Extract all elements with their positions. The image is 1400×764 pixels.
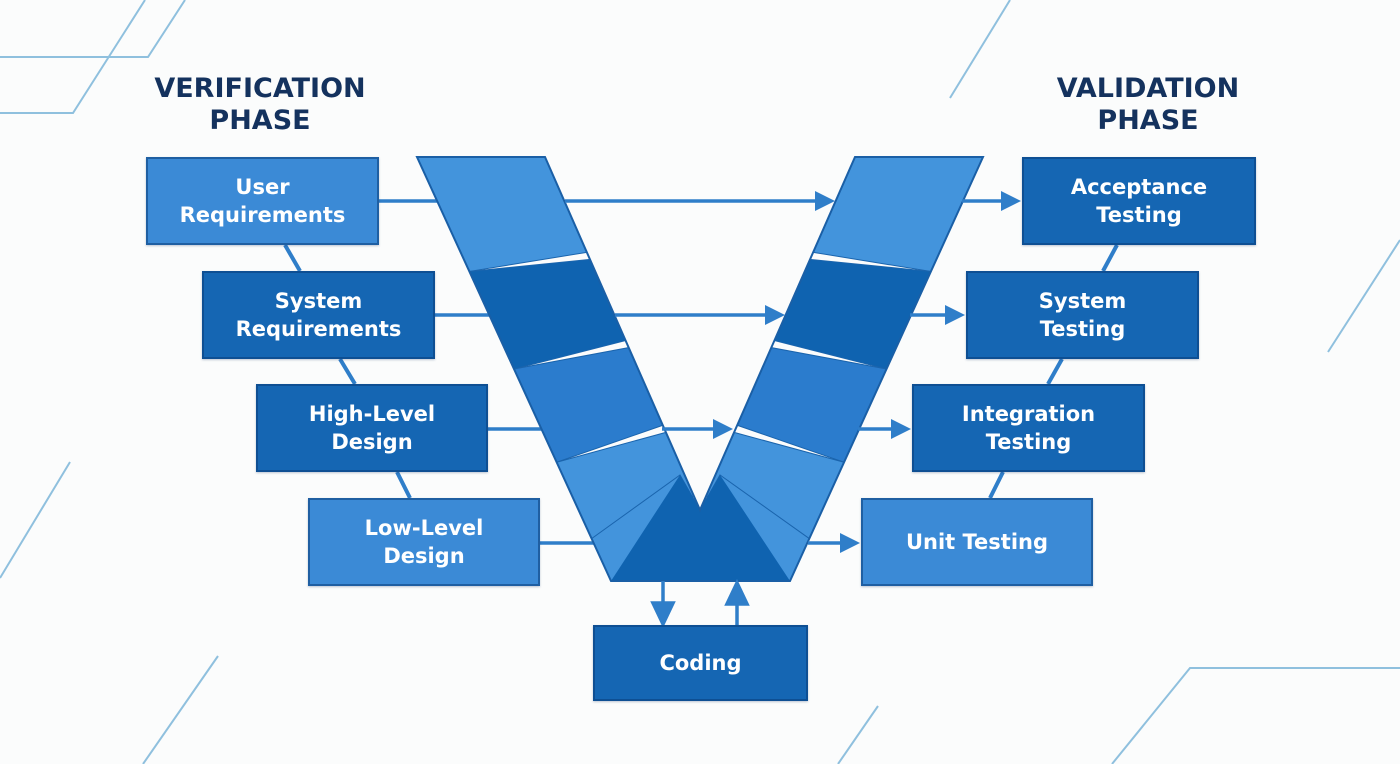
coding-box[interactable]: Coding: [593, 625, 808, 701]
stack-link-left: [338, 357, 357, 386]
decor-line: [0, 461, 71, 579]
stack-link-left: [283, 244, 302, 272]
low-level-design-box[interactable]: Low-Level Design: [308, 498, 540, 586]
v-base-center: [611, 475, 790, 581]
decor-line: [837, 705, 879, 764]
arrow-system-to-systest-head: [765, 305, 785, 325]
stack-connectors: [283, 244, 1119, 499]
arrow-v-to-coding-head: [650, 601, 676, 629]
arrow-hld-to-integration-head: [713, 419, 733, 439]
validation-phase-title: VALIDATION PHASE: [1056, 73, 1240, 136]
stack-link-right: [1046, 358, 1064, 385]
decor-line: [0, 0, 186, 58]
arrow-to-acceptance-head: [1001, 191, 1021, 211]
integration-testing-box[interactable]: Integration Testing: [912, 384, 1145, 472]
arrow-to-system-testing-head: [945, 305, 965, 325]
system-requirements-box[interactable]: System Requirements: [202, 271, 435, 359]
arrow-coding-to-v-head: [724, 578, 750, 606]
decor-line: [949, 0, 1011, 99]
decor-line: [0, 0, 146, 114]
arrow-connectors: [379, 199, 595, 545]
verification-phase-title: VERIFICATION PHASE: [154, 73, 366, 136]
arrow-to-integration-head: [891, 419, 911, 439]
arrow-connectors-right: [565, 191, 1021, 629]
high-level-design-box[interactable]: High-Level Design: [256, 384, 488, 472]
v-outline: [415, 156, 985, 582]
system-testing-box[interactable]: System Testing: [966, 271, 1199, 359]
v-shape: [415, 156, 985, 582]
stack-link-right: [1101, 244, 1119, 272]
acceptance-testing-box[interactable]: Acceptance Testing: [1022, 157, 1256, 245]
arrow-user-to-acceptance-head: [815, 191, 835, 211]
stack-link-right: [988, 471, 1005, 499]
decor-line: [1327, 239, 1400, 353]
arrow-to-unit-head: [840, 533, 860, 553]
user-requirements-box[interactable]: User Requirements: [146, 157, 379, 245]
stack-link-left: [395, 471, 412, 499]
decor-line: [142, 655, 219, 764]
decor-line: [1111, 667, 1400, 764]
unit-testing-box[interactable]: Unit Testing: [861, 498, 1093, 586]
